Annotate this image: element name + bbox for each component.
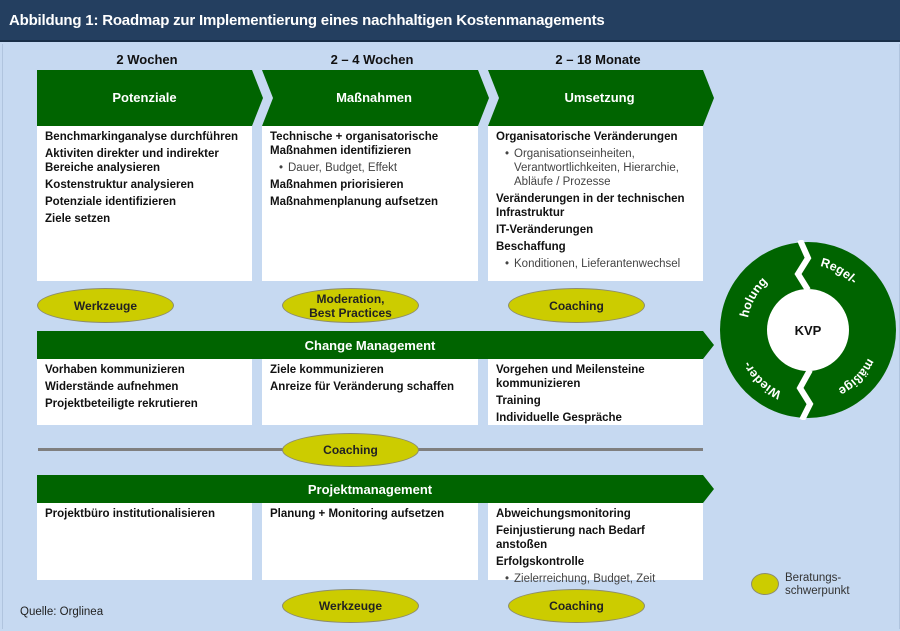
task-item: Anreize für Veränderung schaffen: [270, 381, 455, 393]
focus-ellipse-cm-coaching: Coaching: [282, 433, 419, 467]
task-item: Potenziale identifizieren: [45, 196, 176, 208]
task-item: Widerstände aufnehmen: [45, 381, 179, 393]
legend-label: Beratungs- schwerpunkt: [785, 572, 850, 598]
chevron-potenziale: [37, 70, 263, 126]
legend-line: Beratungs-: [785, 572, 842, 584]
task-item: Planung + Monitoring aufsetzen: [270, 508, 445, 520]
chevron-umsetzung: [488, 70, 714, 126]
task-item: Feinjustierung nach Bedarf anstoßen: [496, 525, 645, 551]
phase-box-umsetzung: Organisatorische VeränderungenOrganisati…: [488, 126, 703, 281]
phase-label-potenziale: Potenziale: [112, 90, 177, 105]
legend-line: schwerpunkt: [785, 585, 850, 597]
kvp-label: KVP: [795, 323, 822, 338]
task-subitem: Dauer, Budget, Effekt: [270, 161, 470, 175]
projektmanagement-label: Projektmanagement: [307, 482, 433, 497]
chevron-massnahmen: [262, 70, 489, 126]
focus-ellipse-pm-werkzeuge: Werkzeuge: [282, 589, 419, 623]
pm-box-2: Planung + Monitoring aufsetzen: [262, 503, 478, 580]
task-item: Projektbüro institutionalisieren: [45, 508, 215, 520]
focus-ellipse-moderation: Moderation,Best Practices: [282, 288, 419, 323]
task-item: Individuelle Gespräche: [496, 412, 622, 424]
task-item: Ziele kommunizieren: [270, 364, 384, 376]
task-item: Benchmarkinganalyse durchführen: [45, 131, 238, 143]
phase-box-massnahmen: Technische + organisatorische Maßnahmen …: [262, 126, 478, 281]
kvp-cycle: KVP Regel- mäßige Wieder- holung: [720, 240, 896, 420]
source-note: Quelle: Orglinea: [20, 606, 104, 618]
task-item: Ziele setzen: [45, 213, 111, 225]
phase-label-massnahmen: Maßnahmen: [336, 90, 412, 105]
task-item: Aktiviten direkter und indirekter Bereic…: [45, 148, 219, 174]
phase-label-umsetzung: Umsetzung: [564, 90, 635, 105]
task-item: Kostenstruktur analysieren: [45, 179, 194, 191]
task-item: IT-Veränderungen: [496, 224, 594, 236]
task-item: Vorgehen und Meilensteine kommunizieren: [496, 364, 645, 390]
task-item: Organisatorische Veränderungen: [496, 131, 678, 143]
task-item: Erfolgskontrolle: [496, 556, 585, 568]
task-item: Maßnahmenplanung aufsetzen: [270, 196, 439, 208]
task-item: Vorhaben kommunizieren: [45, 364, 185, 376]
kvp-divider-top: [794, 240, 812, 292]
duration-umsetzung: 2 – 18 Monate: [555, 52, 641, 67]
focus-line: Best Practices: [309, 305, 392, 320]
task-item: Veränderungen in der technischen Infrast…: [496, 193, 685, 219]
task-item: Technische + organisatorische Maßnahmen …: [270, 131, 439, 157]
task-item: Abweichungsmonitoring: [496, 508, 631, 520]
bar-projektmanagement: [37, 475, 714, 503]
focus-ellipse-pm-coaching: Coaching: [508, 589, 645, 623]
task-item: Beschaffung: [496, 241, 566, 253]
task-subitem: Zielerreichung, Budget, Zeit: [496, 572, 695, 586]
figure-title: Abbildung 1: Roadmap zur Implementierung…: [0, 0, 900, 42]
task-item: Maßnahmen priorisieren: [270, 179, 404, 191]
focus-ellipse-coaching: Coaching: [508, 288, 645, 323]
pm-box-1: Projektbüro institutionalisieren: [37, 503, 252, 580]
bar-change-management: [37, 331, 714, 359]
legend-ellipse-icon: [751, 573, 779, 595]
change-management-label: Change Management: [304, 338, 436, 353]
duration-massnahmen: 2 – 4 Wochen: [330, 52, 414, 67]
duration-potenziale: 2 Wochen: [116, 52, 178, 67]
focus-line: Moderation,: [316, 291, 385, 306]
task-item: Training: [496, 395, 541, 407]
task-item: Projektbeteiligte rekrutieren: [45, 398, 198, 410]
kvp-center: [767, 289, 849, 371]
task-subitem: Konditionen, Lieferantenwechsel: [496, 257, 695, 271]
kvp-divider-bottom: [796, 368, 814, 420]
focus-ellipse-werkzeuge: Werkzeuge: [37, 288, 174, 323]
task-subitem: Organisationseinheiten, Verantwortlichke…: [496, 147, 695, 189]
